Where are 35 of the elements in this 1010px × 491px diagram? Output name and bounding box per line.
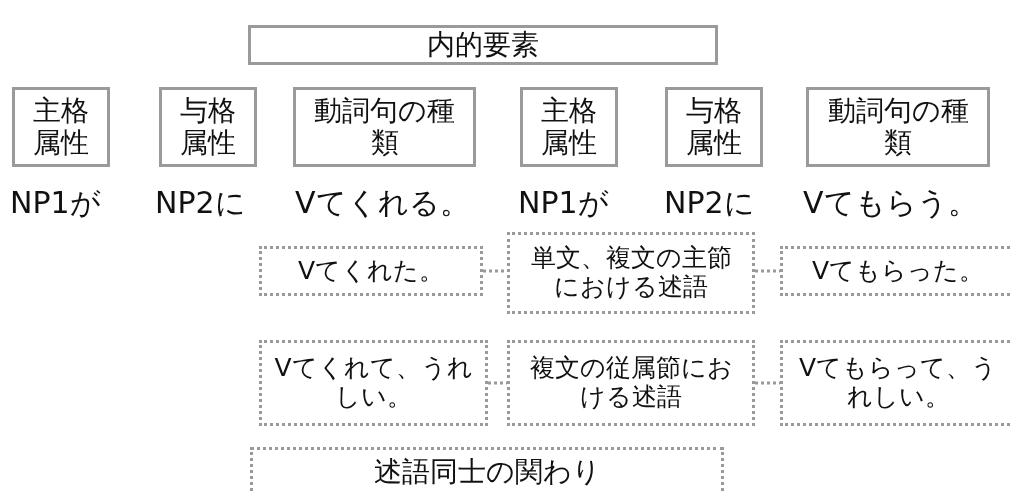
category-box <box>12 87 110 167</box>
connector-line <box>483 269 507 273</box>
box-text: 与格属性 <box>685 94 743 160</box>
category-box <box>806 87 990 167</box>
sentence-pattern: NP1が <box>518 184 609 222</box>
box-text: Vてもらった。 <box>811 256 985 286</box>
box-text: Vてくれた。 <box>297 256 445 286</box>
box-text: 複文の従属節における述語 <box>528 354 734 412</box>
example-box <box>259 340 488 426</box>
sentence-pattern: Vてくれる。 <box>295 184 470 222</box>
box-text: Vてくれて、うれしい。 <box>273 354 474 412</box>
box-text: 主格属性 <box>540 94 598 160</box>
box-text: Vてもらって、うれしい。 <box>797 354 999 412</box>
box-text: 動詞句の種類 <box>313 94 456 160</box>
box-text: 内的要素 <box>427 28 539 62</box>
category-box <box>665 87 763 167</box>
example-box <box>259 246 483 296</box>
example-box <box>780 340 1010 426</box>
sentence-pattern: NP2に <box>155 184 246 222</box>
category-box <box>293 87 476 167</box>
category-box <box>520 87 618 167</box>
box-text: 単文、複文の主節における述語 <box>529 244 733 302</box>
sentence-pattern: Vてもらう。 <box>803 184 978 222</box>
box-text: 述語同士の関わり <box>373 455 601 489</box>
category-box <box>159 87 257 167</box>
box-text: 与格属性 <box>179 94 237 160</box>
box-text: 動詞句の種類 <box>826 94 970 160</box>
example-box <box>780 246 1010 296</box>
category-box <box>248 25 718 65</box>
sentence-pattern: NP2に <box>664 184 755 222</box>
example-box <box>507 232 755 314</box>
example-box <box>507 340 755 426</box>
example-box <box>250 447 724 491</box>
sentence-pattern: NP1が <box>10 184 101 222</box>
box-text: 主格属性 <box>32 94 90 160</box>
